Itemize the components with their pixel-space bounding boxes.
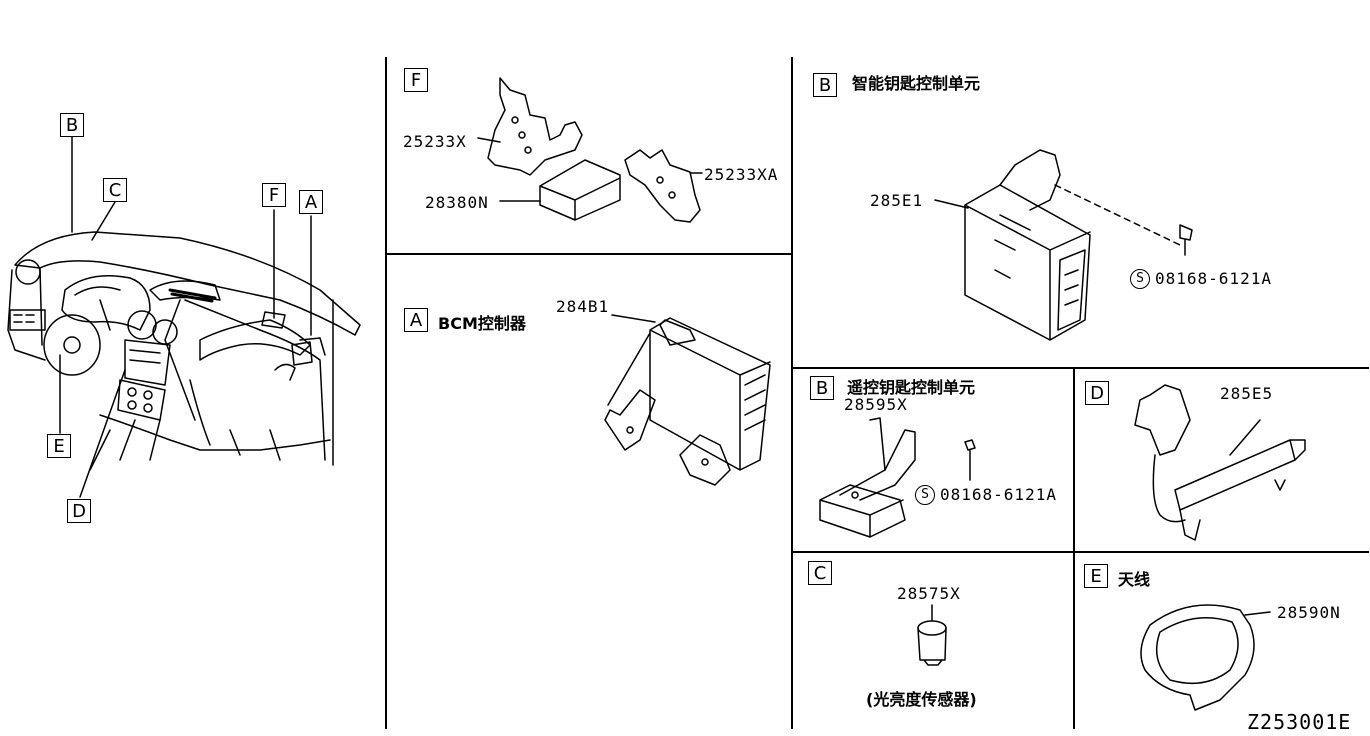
- overview-label-F: F: [262, 183, 286, 207]
- panel-C-caption: (光亮度传感器): [866, 690, 977, 709]
- divider-horizontal-B: [791, 367, 1369, 369]
- panel-A-letter: A: [404, 308, 428, 332]
- panel-E-art: [1140, 604, 1271, 711]
- panel-F-part-2: 28380N: [425, 193, 489, 212]
- overview-label-E: E: [47, 434, 71, 458]
- panel-B-remote-screw-symbol: S: [915, 485, 935, 505]
- panel-B-remote-title: 遥控钥匙控制单元: [847, 378, 976, 397]
- panel-A-title: BCM控制器: [438, 314, 526, 333]
- panel-D-art: [1134, 384, 1306, 541]
- panel-B-remote-art: [819, 417, 976, 538]
- overview-label-B: B: [60, 113, 84, 137]
- panel-D-part: 285E5: [1220, 384, 1274, 403]
- panel-B-remote-letter: B: [810, 376, 834, 400]
- panel-B-smart-part: 285E1: [870, 191, 924, 210]
- panel-B-smart-screw-symbol: S: [1130, 269, 1150, 289]
- panel-B-remote-screw: 08168-6121A: [940, 485, 1057, 504]
- dashboard-illustration: [7, 231, 361, 471]
- panel-D-letter: D: [1085, 381, 1109, 405]
- panel-B-smart-title: 智能钥匙控制单元: [852, 74, 981, 93]
- panel-E-title: 天线: [1118, 570, 1151, 589]
- overview-leaders: [59, 136, 334, 498]
- overview-label-D: D: [67, 499, 91, 523]
- panel-A-part: 284B1: [556, 297, 610, 316]
- panel-E-letter: E: [1084, 564, 1108, 588]
- panel-B-remote-part: 28595X: [844, 395, 908, 414]
- panel-A-art: [604, 314, 771, 486]
- panel-E-part: 28590N: [1277, 603, 1341, 622]
- divider-vertical-left: [385, 57, 387, 729]
- divider-vertical-right: [1073, 367, 1075, 729]
- panel-F-letter: F: [404, 68, 428, 92]
- panel-F-art: [477, 77, 703, 223]
- panel-B-smart-art: [934, 149, 1193, 341]
- panel-B-smart-letter: B: [813, 73, 837, 97]
- overview-label-C: C: [103, 178, 127, 202]
- panel-F-part-3: 25233XA: [704, 165, 779, 184]
- panel-C-art: [917, 604, 947, 666]
- panel-F-part-1: 25233X: [403, 132, 467, 151]
- divider-horizontal-F: [385, 253, 791, 255]
- overview-label-A: A: [299, 190, 323, 214]
- divider-vertical-mid: [791, 57, 793, 729]
- panel-C-part: 28575X: [897, 584, 961, 603]
- panel-B-smart-screw: 08168-6121A: [1155, 269, 1272, 288]
- drawing-code: Z253001E: [1247, 710, 1352, 734]
- panel-C-letter: C: [808, 561, 832, 585]
- divider-horizontal-C: [791, 551, 1369, 553]
